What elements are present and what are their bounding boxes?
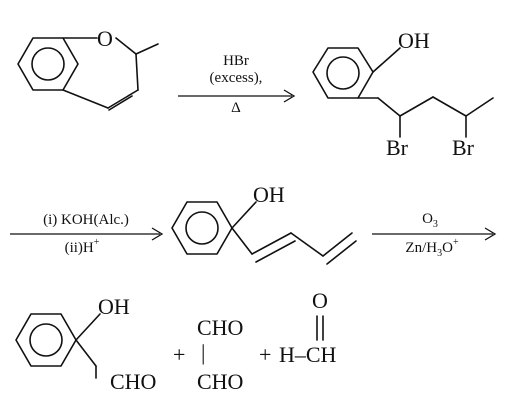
bond-c2-c3 <box>290 232 324 257</box>
benzene-ring <box>15 313 77 367</box>
ring-oxygen-label: O <box>97 26 113 51</box>
step2-reagent-acid: (ii)H+ <box>65 237 100 256</box>
step1-reagent-hbr: HBr <box>223 53 249 69</box>
benzene-ring <box>17 37 79 91</box>
plus-sign-2: + <box>259 342 271 367</box>
hydroxyl-label: OH <box>253 182 285 207</box>
bond-chain-2 <box>399 96 434 117</box>
bond-c4-ring <box>62 89 109 109</box>
step2-reagent-koh: (i) KOH(Alc.) <box>43 212 129 228</box>
bond-o-c2 <box>115 37 137 55</box>
hydroxyl-label: OH <box>98 294 130 319</box>
bond-c3-c4 <box>322 232 353 257</box>
step1-arrow <box>178 89 296 103</box>
bond-c3-c4 <box>107 89 139 109</box>
bond-chain-4 <box>465 97 494 117</box>
bromine-label-2: Br <box>452 135 475 160</box>
step3-reagent-ozone: O3 <box>422 211 438 230</box>
formaldehyde-formula: H–CH <box>279 342 337 367</box>
benzene-ring <box>171 201 233 255</box>
product-formaldehyde: O H–CH <box>279 288 337 367</box>
product-glyoxal: CHO | CHO <box>197 315 243 394</box>
glyoxal-single-bond: | <box>201 340 205 365</box>
bromine-label-1: Br <box>386 135 409 160</box>
step3-arrow <box>372 227 497 241</box>
starting-material-chromene: O <box>17 26 159 111</box>
step1-reagent-heat: Δ <box>231 100 241 116</box>
glyoxal-top-cho: CHO <box>197 315 243 340</box>
bond-ring-vinyl <box>231 227 253 255</box>
bond-c1-c2 <box>251 232 292 255</box>
diene-phenol: OH <box>171 182 357 265</box>
bond-ring-cho <box>75 339 97 367</box>
step1-reagent-excess: (excess), <box>210 70 263 86</box>
bond-ring-oh <box>75 313 101 341</box>
glyoxal-bottom-cho: CHO <box>197 369 243 394</box>
bond-ring-oh <box>372 47 401 73</box>
bond-ring-oh <box>231 201 257 229</box>
bond-chain-3 <box>432 96 467 117</box>
step2-arrow <box>10 227 164 241</box>
bond-c3-c4-double <box>108 95 133 111</box>
plus-sign-1: + <box>173 342 185 367</box>
hydroxyl-label: OH <box>398 28 430 53</box>
product-salicylaldehyde: OH CHO <box>15 294 156 394</box>
bond-methyl <box>135 43 159 55</box>
bond-c3-c4-double <box>326 240 357 265</box>
bond-chain-1 <box>377 97 401 117</box>
dibromide-phenol: OH Br Br <box>312 28 494 160</box>
bond-c1-c2-double <box>255 240 296 263</box>
benzene-ring <box>312 47 374 99</box>
aldehyde-label: CHO <box>110 369 156 394</box>
formaldehyde-oxygen: O <box>312 288 328 313</box>
bond-c2-c3 <box>135 53 139 91</box>
step3-reagent-workup: Zn/H3O+ <box>405 237 459 259</box>
